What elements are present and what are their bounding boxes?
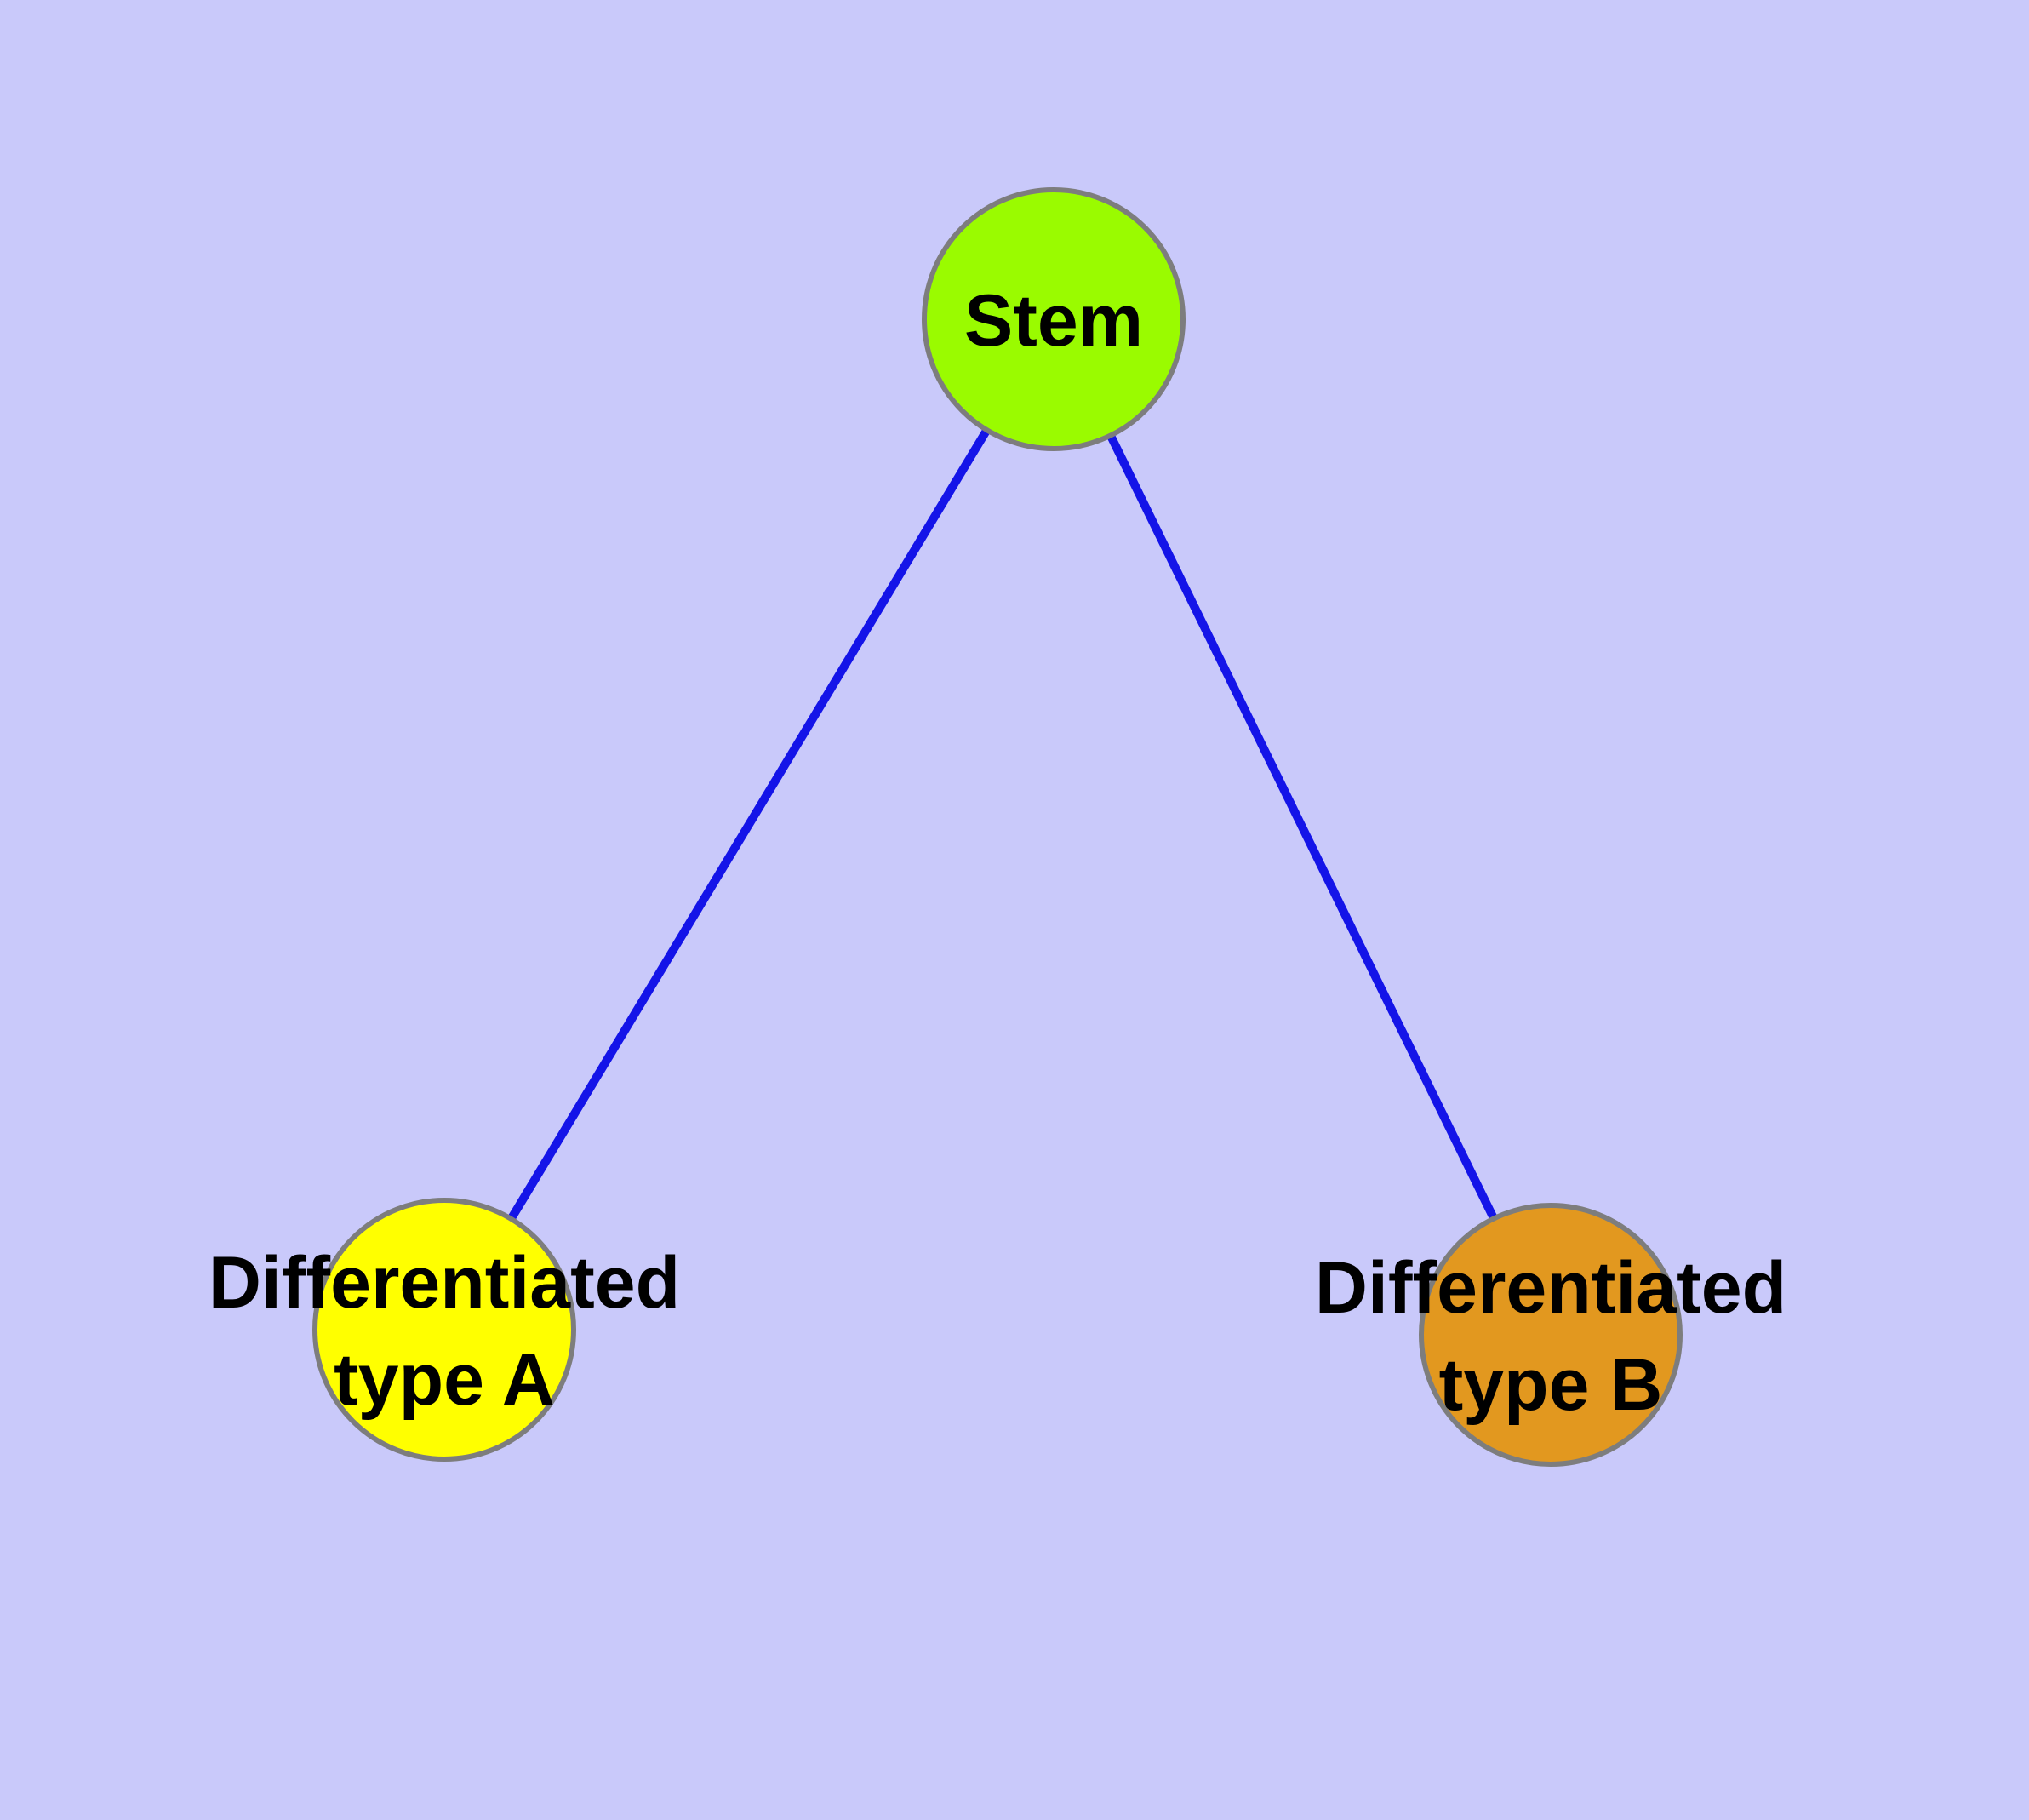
edge-stem-to-diff-b [1049,317,1555,1337]
node-diff-a-circle [312,1198,576,1462]
node-diff-a-label-line: type A [334,1339,555,1421]
node-stem-circle [922,187,1186,451]
edge-stem-to-diff-a [440,317,1058,1332]
node-stem-label-line: Stem [964,280,1143,362]
node-diff-b-label-line: type B [1439,1344,1663,1426]
node-diff-a-label: Differentiated type A [209,1242,680,1421]
node-diff-b-circle [1419,1203,1683,1467]
node-diff-b-label: Differentiated type B [1315,1247,1786,1426]
node-diff-a-label-line: Differentiated [209,1242,680,1324]
node-diff-b-label-line: Differentiated [1315,1247,1786,1329]
node-stem-label: Stem [964,280,1143,362]
